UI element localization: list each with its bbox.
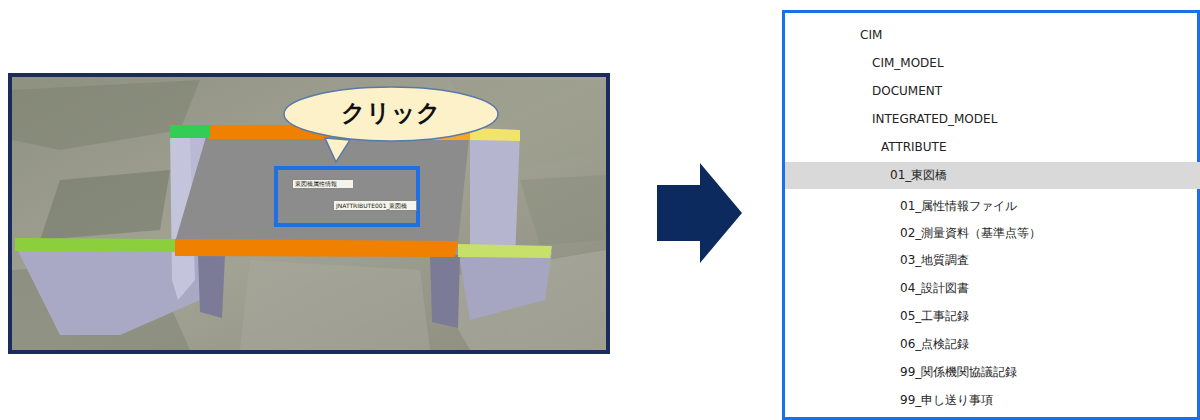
bearing	[170, 125, 210, 138]
folder-name: 01_属性情報ファイル	[900, 198, 1017, 214]
bridge-deck	[175, 130, 470, 242]
speech-bubble: クリック	[282, 85, 500, 143]
folder-name: 05_工事記録	[900, 308, 969, 324]
folder-name: 06_点検記録	[900, 336, 969, 352]
tag-text: 東図橋属性情報	[295, 180, 337, 188]
folder-name: ATTRIBUTE	[881, 139, 947, 155]
highlight-box	[276, 168, 418, 225]
girder	[175, 239, 458, 257]
block-arrow	[657, 163, 742, 263]
folder-name: 02_測量資料（基準点等）	[900, 225, 1041, 241]
folder-name: 01_東図橋	[890, 167, 947, 183]
abutment	[470, 130, 520, 260]
wing-wall	[458, 250, 552, 320]
folder-name: DOCUMENT	[872, 83, 942, 99]
wing-top	[15, 238, 175, 252]
attribute-tag: 東図橋属性情報	[292, 179, 354, 189]
folder-panel: CIM CIM_MODEL DOCUMENT INTEGRATED_MODEL ATTR…	[782, 10, 1200, 420]
folder-name: CIM_MODEL	[872, 55, 944, 71]
folder-name: 99_関係機関協議記録	[900, 364, 1017, 380]
selected-folder-row: 01_東図橋	[785, 162, 1200, 189]
bubble-tail	[325, 138, 350, 162]
terrain-texture	[12, 80, 606, 350]
folder-name: 99_申し送り事項	[900, 392, 993, 408]
folder-name: 04_設計図書	[900, 280, 969, 296]
pier	[430, 255, 460, 328]
tag-text: JNATTRIBUTE001_東図橋	[336, 201, 407, 210]
photo-frame	[10, 75, 608, 352]
folder-name: INTEGRATED_MODEL	[872, 111, 997, 127]
folder-name: CIM	[860, 27, 882, 43]
wing-top	[458, 244, 552, 258]
attribute-tag: JNATTRIBUTE001_東図橋	[333, 200, 417, 211]
pier	[198, 255, 225, 318]
aerial-photo	[12, 77, 606, 350]
folder-name: 03_地質調査	[900, 252, 969, 268]
bubble-text: クリック	[282, 97, 500, 129]
